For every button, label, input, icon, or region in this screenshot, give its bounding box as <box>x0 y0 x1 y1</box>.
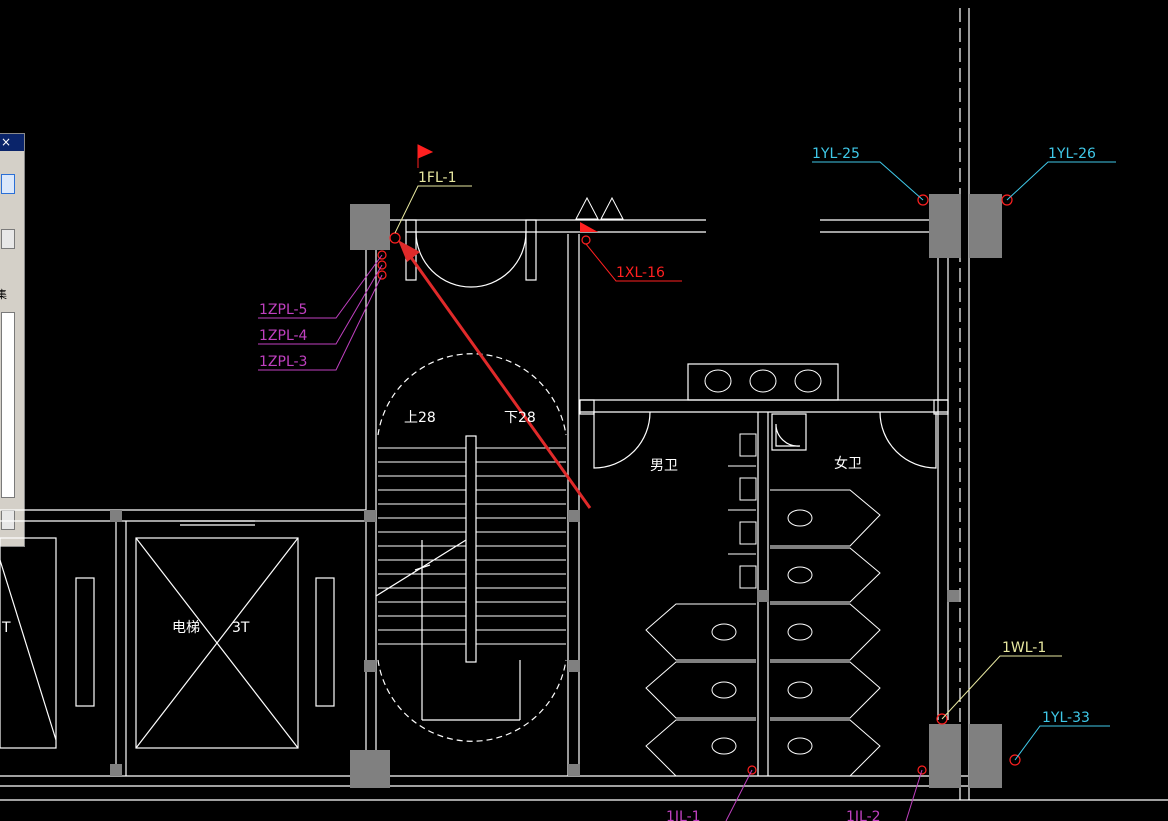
walls <box>0 8 1168 801</box>
flag-icon <box>417 144 434 168</box>
stair-treads <box>378 447 566 645</box>
panel-titlebar[interactable]: × <box>0 134 24 151</box>
properties-panel[interactable]: × 集 <box>0 133 25 547</box>
close-icon[interactable]: × <box>1 135 12 149</box>
label-stair-up: 上28 <box>404 410 436 426</box>
toilet-stalls <box>645 369 881 777</box>
pipe-markers <box>377 194 1021 775</box>
label-1jl-2: 1JL-2 <box>846 809 881 821</box>
label-left-elevator-t: T <box>1 620 11 636</box>
label-elevator: 电梯 <box>172 620 200 636</box>
label-1zpl-5: 1ZPL-5 <box>259 302 307 318</box>
label-1zpl-4: 1ZPL-4 <box>259 328 308 344</box>
label-stair-down: 下28 <box>504 410 536 426</box>
label-men-restroom: 男卫 <box>650 458 678 474</box>
leader-lines <box>258 161 1116 821</box>
label-1yl-25: 1YL-25 <box>812 146 860 162</box>
panel-button-primary[interactable] <box>1 174 15 194</box>
label-1xl-16: 1XL-16 <box>616 265 665 281</box>
label-1jl-1: 1JL-1 <box>666 809 701 821</box>
warning-triangles-icon <box>575 196 624 220</box>
label-1zpl-3: 1ZPL-3 <box>259 354 307 370</box>
panel-button-secondary[interactable] <box>1 229 15 249</box>
panel-listbox[interactable] <box>1 312 15 498</box>
label-1wl-1: 1WL-1 <box>1002 640 1046 656</box>
annotation-arrow <box>398 240 592 509</box>
flag-icon-small <box>580 222 598 232</box>
panel-side-label: 集 <box>0 288 7 301</box>
label-women-restroom: 女卫 <box>834 455 862 472</box>
columns <box>110 194 1002 788</box>
label-1fl-1: 1FL-1 <box>418 170 456 186</box>
label-elevator-3t: 3T <box>232 620 250 636</box>
label-1yl-33: 1YL-33 <box>1042 710 1090 726</box>
label-1yl-26: 1YL-26 <box>1048 146 1096 162</box>
